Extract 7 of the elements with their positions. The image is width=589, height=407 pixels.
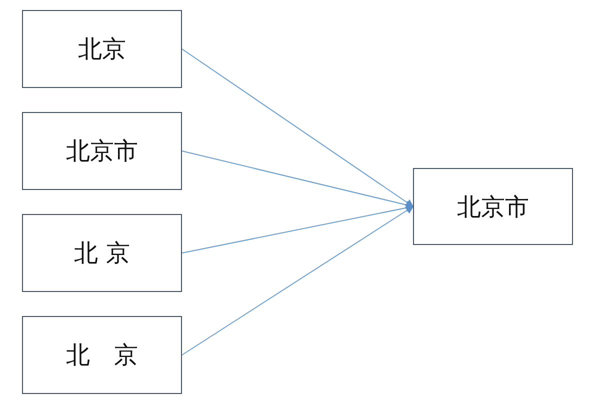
arrow	[182, 48, 414, 208]
text-box: 北京市	[413, 168, 573, 245]
text-box: 北 京	[22, 316, 182, 394]
text-box: 北 京	[22, 214, 182, 292]
text-box: 北京	[22, 10, 182, 88]
text-box: 北京市	[22, 112, 182, 190]
arrow	[182, 206, 414, 356]
